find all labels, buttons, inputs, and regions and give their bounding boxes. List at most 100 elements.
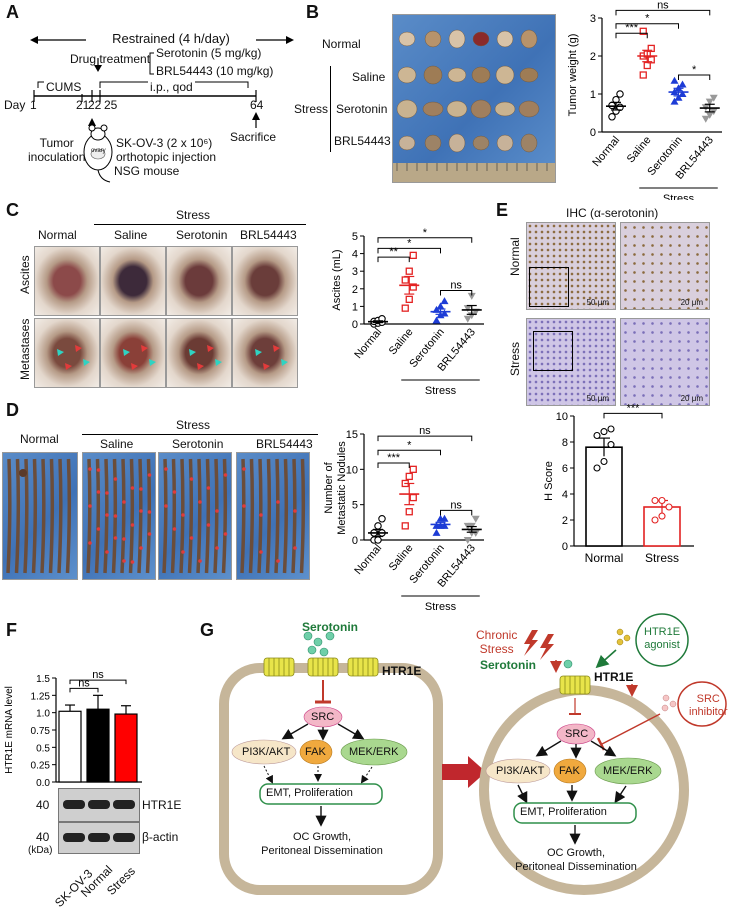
data-point	[639, 71, 647, 79]
inhibitor-icon	[677, 681, 727, 727]
col-label-normal: Normal	[20, 432, 59, 446]
tumor-specimen	[448, 133, 466, 153]
significance-bracket	[377, 247, 441, 254]
nodule-marker	[181, 550, 185, 554]
intestine-strand	[162, 458, 168, 574]
nodule-marker	[105, 491, 109, 495]
intestine-photo	[158, 452, 232, 580]
day-tick-25: 25	[104, 98, 118, 112]
data-point	[593, 431, 601, 440]
y-tick-label: 0.5	[36, 743, 50, 754]
significance-label: ns	[657, 0, 669, 11]
brl-dose-label: BRL54443 (10 mg/kg)	[156, 64, 274, 78]
data-point	[405, 295, 413, 304]
data-point	[616, 90, 624, 98]
data-point	[647, 44, 655, 53]
nodule-marker	[293, 509, 297, 513]
y-tick-label: 1.5	[36, 674, 50, 685]
inhibitor-label: SRC inhibitor	[689, 693, 728, 718]
tumor-specimen	[398, 135, 416, 151]
blot-label-htr1e: HTR1E	[142, 798, 182, 812]
nodule-marker	[293, 546, 297, 550]
ihc-title: IHC (α-serotonin)	[566, 206, 659, 220]
significance-bracket	[678, 74, 711, 80]
panel-label: A	[6, 2, 19, 22]
significance-label: *	[407, 237, 412, 249]
tumor-specimen	[423, 65, 443, 85]
data-point	[409, 251, 417, 260]
receptor-icon	[263, 657, 379, 677]
nodule-marker	[172, 527, 177, 531]
scale-bar-label: 20 μm	[680, 298, 703, 307]
col-label-saline: Saline	[100, 437, 134, 451]
cums-label: CUMS	[44, 80, 84, 94]
data-point	[658, 496, 666, 505]
nodule-marker	[122, 559, 126, 563]
nodule-marker	[105, 513, 109, 517]
nodule-marker	[88, 541, 92, 545]
day-tick-1: 1	[30, 98, 37, 112]
nodule-marker	[206, 486, 211, 490]
row-label-metastases: Metastases	[18, 318, 32, 380]
tumor-specimen	[398, 31, 416, 47]
drug-treatment-label: Drug treatment	[70, 52, 151, 66]
intestine-strand	[137, 458, 143, 574]
outcome-label: OC Growth, Peritoneal Dissemination	[515, 847, 637, 873]
y-tick-label: 1	[590, 89, 596, 101]
htr1e-label: HTR1E	[594, 670, 634, 684]
intestine-strand	[128, 458, 135, 574]
x-tick-label: Normal	[585, 551, 624, 565]
nodule-marker	[223, 532, 228, 536]
intestine-strand	[282, 458, 289, 574]
data-point	[593, 464, 601, 472]
significance-label: ***	[625, 22, 639, 34]
group-label: Stress	[663, 193, 695, 200]
y-axis-label: Number ofMetastatic Nodules	[323, 441, 348, 535]
nodule-marker	[172, 490, 177, 494]
arrowhead-marker	[65, 363, 72, 370]
tumor-specimen	[397, 66, 417, 84]
panel-label: F	[6, 620, 17, 640]
nodule-marker	[147, 532, 152, 536]
pi3k-label: PI3K/AKT	[242, 746, 291, 758]
y-tick-label: 0.0	[36, 778, 50, 789]
y-tick-label: 2	[352, 284, 358, 296]
emt-node	[259, 783, 383, 805]
y-tick-label: 0	[352, 319, 358, 331]
row-label-brl54443: BRL54443	[334, 134, 391, 148]
data-point	[705, 111, 714, 119]
nodule-marker	[181, 513, 185, 517]
intestine-strand	[187, 458, 194, 574]
y-tick-label: 0	[590, 127, 596, 139]
ihc-overview-image: 50 μm	[526, 318, 616, 406]
mouse-dissection-photo	[100, 318, 166, 388]
sacrifice-label: Sacrifice	[230, 130, 277, 144]
serotonin-dose-label: Serotonin (5 mg/kg)	[156, 46, 262, 60]
arrowhead-marker	[273, 345, 280, 352]
significance-label: *	[407, 439, 412, 451]
y-tick-label: 8	[562, 437, 568, 449]
intestine-strand	[240, 458, 246, 574]
agonist-label: HTR1E agonist	[644, 626, 681, 651]
mouse-dissection-photo	[166, 246, 232, 316]
intestine-photo	[2, 452, 78, 580]
day-label: Day	[4, 98, 26, 112]
significance-bracket	[377, 435, 473, 442]
nodule-marker	[147, 473, 152, 477]
row-label-ascites: Ascites	[18, 255, 32, 294]
panel-label: C	[6, 200, 19, 220]
significance-label: ***	[627, 404, 641, 414]
intestine-strand	[94, 458, 101, 574]
nodule-marker	[189, 536, 194, 540]
intestine-strand	[248, 458, 255, 574]
restrained-label: Restrained (4 h/day)	[86, 31, 256, 46]
arrowhead-marker	[281, 359, 288, 366]
scale-bar-label: 50 μm	[586, 394, 609, 403]
data-point	[409, 283, 417, 291]
y-tick-label: 1	[352, 301, 358, 313]
arrowhead-marker	[83, 359, 90, 366]
data-point	[432, 316, 441, 324]
data-point	[378, 515, 386, 523]
